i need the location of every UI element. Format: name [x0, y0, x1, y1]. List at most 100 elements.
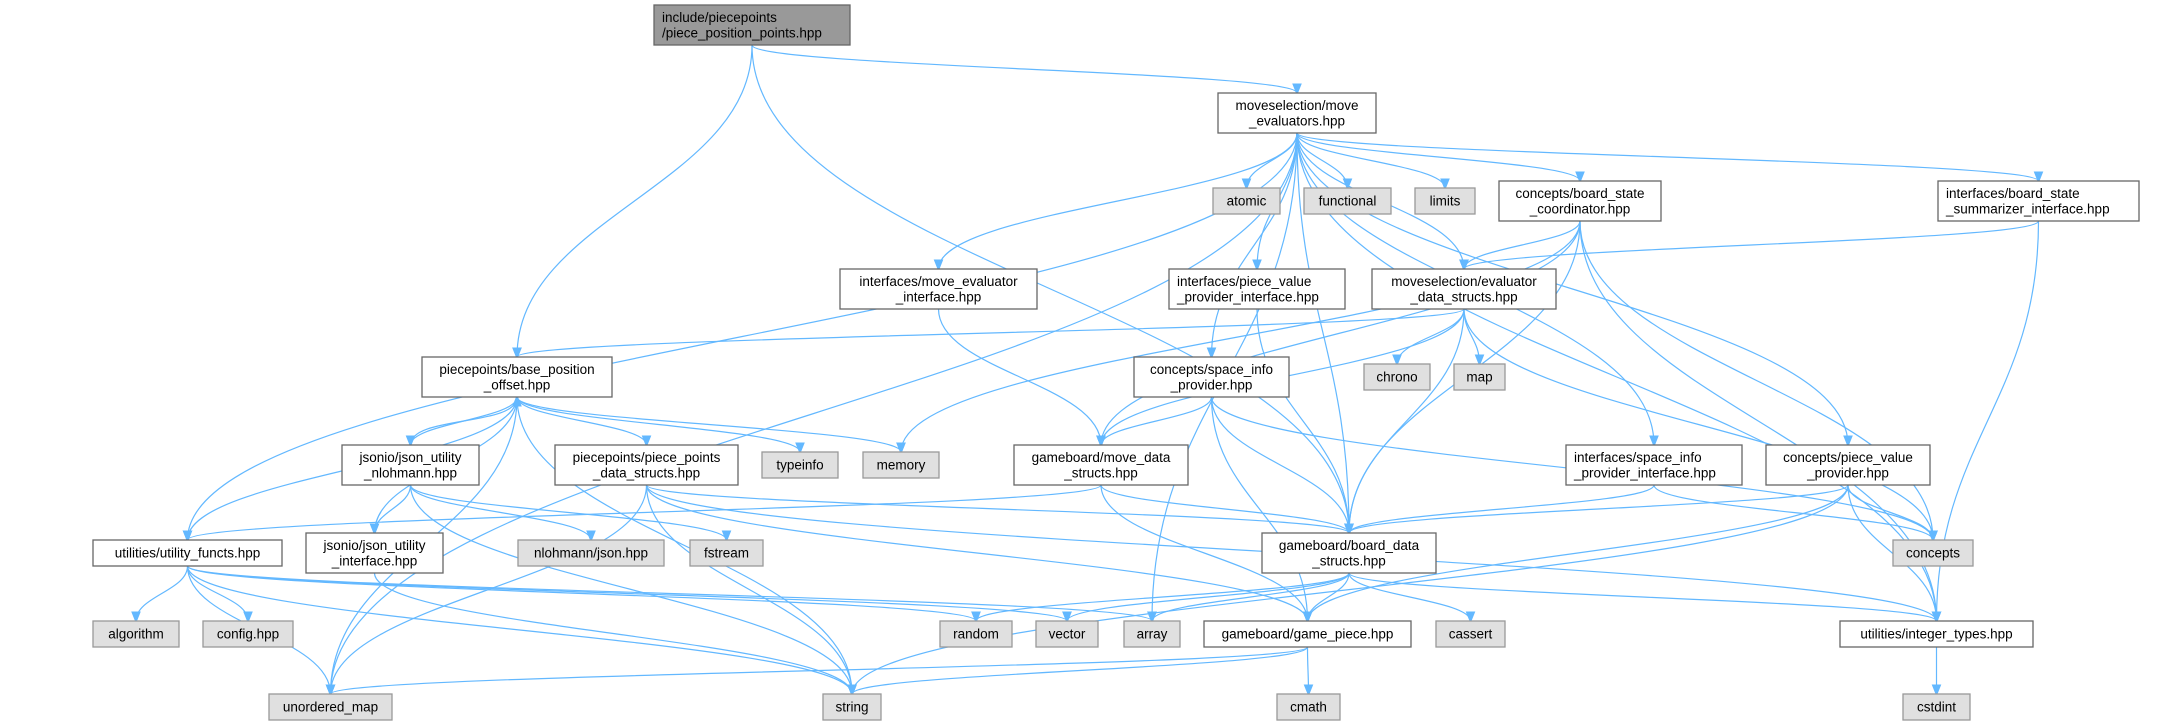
node-box: [1123, 620, 1181, 648]
node-board-data-structs[interactable]: gameboard/board_data_structs.hpp: [1261, 532, 1437, 574]
node-json-utility-interface[interactable]: jsonio/json_utility_interface.hpp: [305, 532, 444, 574]
node-algorithm: algorithm: [92, 620, 180, 648]
node-box: [1168, 268, 1346, 310]
node-label: utilities/integer_types.hpp: [1860, 627, 2012, 642]
node-label: moveselection/move: [1235, 98, 1358, 113]
node-box: [1453, 363, 1506, 391]
node-cstdint: cstdint: [1902, 693, 1971, 721]
node-label: interfaces/piece_value: [1177, 274, 1311, 289]
node-label: _data_structs.hpp: [592, 465, 700, 480]
edge-space_info_provider_interface-to-concepts: [1653, 484, 1933, 540]
node-label: fstream: [704, 546, 749, 561]
edge-json_utility_nlohmann-to-base_position_offset: [409, 397, 518, 446]
node-game-piece[interactable]: gameboard/game_piece.hpp: [1203, 620, 1412, 648]
node-vector: vector: [1035, 620, 1099, 648]
edge-move_evaluators-to-integer_types: [1296, 132, 1937, 621]
node-utility-functs[interactable]: utilities/utility_functs.hpp: [92, 539, 283, 567]
node-box: [839, 268, 1038, 310]
edge-base_position_offset-to-string: [516, 396, 852, 694]
node-box: [268, 693, 393, 721]
node-label: concepts/piece_value: [1783, 450, 1913, 465]
node-label: limits: [1430, 194, 1461, 209]
node-evaluator-data-structs[interactable]: moveselection/evaluator_data_structs.hpp: [1371, 268, 1557, 310]
node-label: concepts: [1906, 546, 1960, 561]
node-label: _interface.hpp: [895, 289, 982, 304]
edge-json_utility_interface-to-string: [373, 572, 853, 694]
edge-base_position_offset-to-memory: [516, 396, 901, 452]
node-box: [1363, 363, 1431, 391]
edge-evaluator_data_structs-to-chrono: [1397, 308, 1465, 364]
node-label: functional: [1319, 194, 1377, 209]
edge-game_piece-to-cmath: [1308, 646, 1309, 694]
edge-board_data_structs-to-random: [976, 572, 1350, 621]
node-label: jsonio/json_utility: [322, 538, 425, 553]
node-label: _provider_interface.hpp: [1573, 465, 1716, 480]
node-label: interfaces/board_state: [1946, 186, 2080, 201]
edge-piece_value_provider-to-string: [852, 484, 1849, 694]
node-box: [202, 620, 294, 648]
edge-space_info_provider-to-move_data_structs: [1101, 396, 1213, 445]
edges-layer: [136, 44, 2039, 694]
node-box: [1303, 187, 1392, 215]
edge-move_data_structs-to-board_data_structs: [1100, 484, 1349, 533]
edge-piece_points_data_structs-to-board_data_structs: [645, 484, 1350, 533]
node-piece-value-provider-interface[interactable]: interfaces/piece_value_provider_interfac…: [1168, 268, 1346, 310]
node-box: [92, 539, 283, 567]
edge-board_data_structs-to-integer_types: [1348, 572, 1937, 621]
node-base-position-offset[interactable]: piecepoints/base_position_offset.hpp: [421, 356, 613, 398]
node-label: gameboard/move_data: [1032, 450, 1171, 465]
edge-move_evaluators-to-board_state_summarizer: [1296, 132, 2039, 181]
nodes-layer: include/piecepoints/piece_position_point…: [92, 4, 2140, 721]
node-string: string: [822, 693, 882, 721]
node-box: [1035, 620, 1099, 648]
node-space-info-provider-interface[interactable]: interfaces/space_info_provider_interface…: [1565, 444, 1743, 486]
node-label: include/piecepoints: [662, 10, 777, 25]
node-label: vector: [1049, 627, 1086, 642]
node-box: [1902, 693, 1971, 721]
edge-evaluator_data_structs-to-concepts: [1463, 308, 1933, 540]
edge-json_utility_nlohmann-to-json_utility_interface: [375, 484, 412, 533]
node-board-state-coordinator[interactable]: concepts/board_state_coordinator.hpp: [1498, 180, 1662, 222]
node-chrono: chrono: [1363, 363, 1431, 391]
node-label: /piece_position_points.hpp: [662, 25, 822, 40]
node-integer-types[interactable]: utilities/integer_types.hpp: [1839, 620, 2034, 648]
node-memory: memory: [862, 451, 940, 479]
node-label: _provider.hpp: [1806, 465, 1889, 480]
node-box: [1203, 620, 1412, 648]
edge-piece_points_data_structs-to-game_piece: [645, 484, 1308, 621]
node-piece-points-data-structs[interactable]: piecepoints/piece_points_data_structs.hp…: [554, 444, 739, 486]
node-cmath: cmath: [1276, 693, 1341, 721]
node-root[interactable]: include/piecepoints/piece_position_point…: [653, 4, 851, 46]
node-box: [341, 444, 480, 486]
node-label: _coordinator.hpp: [1529, 201, 1631, 216]
node-move-evaluator-interface[interactable]: interfaces/move_evaluator_interface.hpp: [839, 268, 1038, 310]
edge-evaluator_data_structs-to-board_data_structs: [1349, 308, 1465, 533]
node-label: atomic: [1227, 194, 1267, 209]
node-box: [1133, 356, 1290, 398]
node-label: concepts/space_info: [1150, 362, 1273, 377]
node-move-data-structs[interactable]: gameboard/move_data_structs.hpp: [1013, 444, 1189, 486]
node-board-state-summarizer[interactable]: interfaces/board_state_summarizer_interf…: [1937, 180, 2140, 222]
edge-utility_functs-to-config: [186, 565, 249, 621]
node-box: [1937, 180, 2140, 222]
edge-move_evaluators-to-atomic: [1247, 132, 1298, 188]
node-label: interfaces/move_evaluator: [859, 274, 1018, 289]
node-box: [1276, 693, 1341, 721]
edge-piece_value_provider-to-concepts: [1847, 484, 1933, 540]
edge-board_state_coordinator-to-evaluator_data_structs: [1464, 220, 1581, 269]
node-label: jsonio/json_utility: [358, 450, 461, 465]
node-box: [1414, 187, 1476, 215]
node-box: [862, 451, 940, 479]
edge-board_data_structs-to-vector: [1067, 572, 1350, 621]
edge-evaluator_data_structs-to-base_position_offset: [517, 308, 1465, 357]
edge-piece_value_provider_interface-to-board_data_structs: [1256, 308, 1349, 533]
node-space-info-provider[interactable]: concepts/space_info_provider.hpp: [1133, 356, 1290, 398]
edge-board_state_coordinator-to-concepts: [1579, 220, 1933, 540]
node-json-utility-nlohmann[interactable]: jsonio/json_utility_nlohmann.hpp: [341, 444, 480, 486]
edge-move_evaluators-to-board_data_structs: [1296, 132, 1349, 533]
node-box: [1217, 92, 1377, 134]
node-box: [554, 444, 739, 486]
node-move-evaluators[interactable]: moveselection/move_evaluators.hpp: [1217, 92, 1377, 134]
node-piece-value-provider[interactable]: concepts/piece_value_provider.hpp: [1765, 444, 1931, 486]
